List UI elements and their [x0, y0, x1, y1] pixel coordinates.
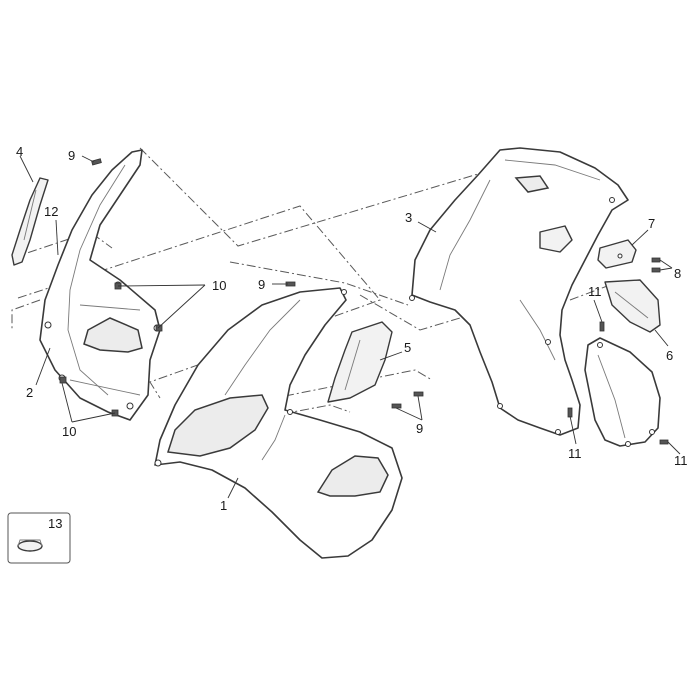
- callout-8: 8: [674, 266, 681, 281]
- callout-9-lower: 9: [416, 421, 423, 436]
- screw-8-a: [651, 257, 661, 263]
- callout-5: 5: [404, 340, 411, 355]
- callout-11-middle: 11: [568, 446, 582, 461]
- part-7-bracket: [597, 239, 637, 269]
- part-1-main-fairing: [154, 287, 403, 559]
- screw-8-b: [651, 267, 661, 273]
- screw-9-lower-a: [391, 403, 402, 409]
- screw-11-c: [659, 439, 669, 445]
- callout-4: 4: [16, 144, 23, 159]
- inset-part-13: [7, 512, 71, 564]
- callout-12: 12: [44, 204, 58, 219]
- callout-13: 13: [48, 516, 62, 531]
- callout-11-right: 11: [674, 453, 688, 468]
- leader-lines: [19, 155, 681, 499]
- callout-2: 2: [26, 385, 33, 400]
- screw-11-b: [567, 407, 573, 418]
- screw-9-lower-b: [413, 391, 424, 397]
- callout-1: 1: [220, 498, 227, 513]
- callout-11-upper: 11: [588, 284, 602, 299]
- part-2-inner-frame: [39, 149, 161, 421]
- screw-11-a: [599, 321, 605, 332]
- fastener-10-c: [59, 376, 67, 384]
- screw-9-top: [91, 158, 102, 166]
- callout-7: 7: [648, 216, 655, 231]
- screws: [59, 158, 669, 445]
- callout-10-right: 10: [212, 278, 226, 293]
- callout-10-bottom: 10: [62, 424, 76, 439]
- part-13-grommet: [17, 540, 43, 552]
- callout-6: 6: [666, 348, 673, 363]
- part-11-lower-side-panel: [584, 337, 661, 447]
- callout-3: 3: [405, 210, 412, 225]
- part-3-upper-inner-fairing: [409, 147, 629, 436]
- callout-9-mid: 9: [258, 277, 265, 292]
- fastener-10-b: [155, 324, 163, 332]
- callout-9-top: 9: [68, 148, 75, 163]
- part-6-grille-panel: [604, 279, 661, 333]
- part-4-side-trim: [11, 177, 49, 266]
- callout-labels: 4 9 12 2 10 10 9 1 5 9 3 7 8 11 6 11 11 …: [16, 144, 688, 531]
- part-5-small-panel: [327, 321, 393, 403]
